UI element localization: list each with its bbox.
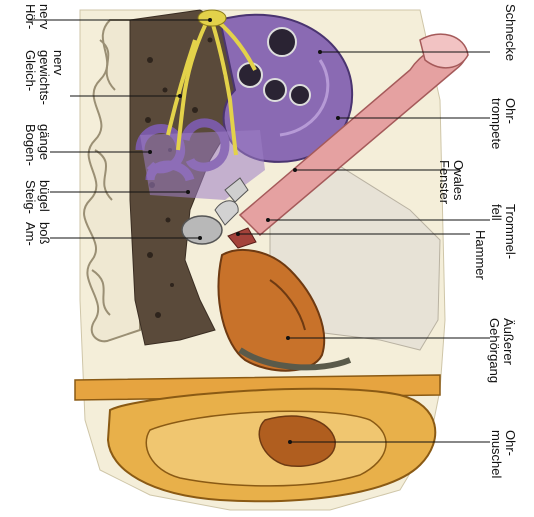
label-steigbuegel: Steig- bügel: [23, 180, 52, 214]
svg-text:nerv: nerv: [37, 4, 52, 30]
svg-text:Hammer: Hammer: [473, 230, 488, 281]
svg-text:Schnecke: Schnecke: [503, 4, 518, 61]
label-schnecke: Schnecke: [503, 4, 518, 61]
svg-text:gewichts-: gewichts-: [37, 50, 52, 105]
svg-text:Steig-: Steig-: [23, 180, 38, 214]
svg-text:Trommel-: Trommel-: [503, 204, 518, 259]
svg-text:Äußerer: Äußerer: [501, 318, 516, 366]
svg-text:trompete: trompete: [489, 98, 504, 149]
label-amboss: Am- boß: [23, 222, 52, 246]
label-hammer: Hammer: [473, 230, 488, 281]
svg-text:gänge: gänge: [37, 124, 52, 160]
svg-text:Gehörgang: Gehörgang: [487, 318, 502, 383]
label-ovales-fenster: Ovales Fenster: [437, 160, 466, 205]
svg-text:bügel: bügel: [37, 180, 52, 212]
label-bogengaenge: Bogen- gänge: [23, 124, 52, 166]
svg-text:Ohr-: Ohr-: [503, 430, 518, 456]
svg-text:nerv: nerv: [51, 50, 66, 76]
svg-text:boß: boß: [37, 222, 52, 244]
svg-text:Fenster: Fenster: [437, 160, 452, 205]
svg-text:fell: fell: [489, 204, 504, 221]
svg-text:Am-: Am-: [23, 222, 38, 246]
svg-text:muschel: muschel: [489, 430, 504, 479]
svg-text:Ohr-: Ohr-: [503, 98, 518, 124]
label-hoernerv: Hör- nerv: [23, 4, 52, 30]
svg-text:Ovales: Ovales: [451, 160, 466, 201]
svg-text:Hör-: Hör-: [23, 4, 38, 29]
svg-text:Gleich-: Gleich-: [23, 50, 38, 91]
svg-text:Bogen-: Bogen-: [23, 124, 38, 166]
